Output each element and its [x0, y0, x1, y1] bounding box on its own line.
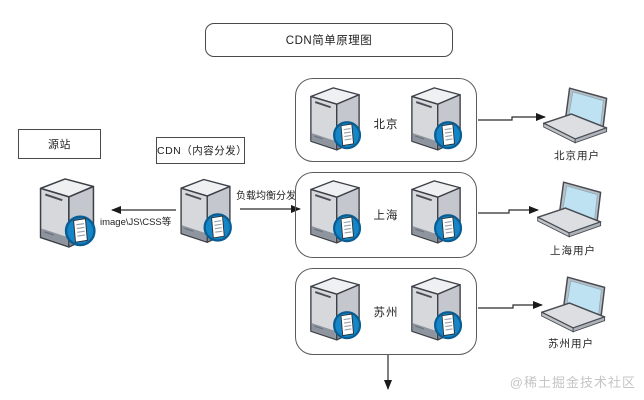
cluster-beijing [295, 78, 477, 162]
edge-label-load-balance: 负载均衡分发 [236, 191, 296, 202]
cluster-label-suzhou: 苏州 [373, 307, 399, 319]
diagram-title-box: CDN简单原理图 [205, 23, 453, 57]
cdn-box: CDN（内容分发） [156, 137, 248, 164]
origin-label: 源站 [48, 139, 71, 151]
user-label-suzhou: 苏州用户 [548, 338, 594, 350]
user-label-beijing: 北京用户 [554, 150, 600, 162]
cluster-shanghai [295, 172, 477, 258]
cluster-suzhou [295, 268, 477, 355]
diagram-title: CDN简单原理图 [285, 35, 373, 47]
laptop-icon [534, 180, 608, 238]
laptop-icon [540, 86, 614, 144]
connector-suzhou-to-user [478, 300, 544, 310]
laptop-icon [538, 275, 612, 333]
server-icon [174, 176, 237, 244]
edge-label-assets: image\JS\CSS等 [100, 217, 172, 228]
user-label-shanghai: 上海用户 [550, 245, 596, 257]
cluster-label-beijing: 北京 [373, 119, 399, 131]
connector-beijing-to-user [478, 112, 547, 122]
watermark: @稀土掘金技术社区 [509, 375, 636, 390]
server-icon [33, 175, 101, 249]
connector-shanghai-to-user [478, 205, 540, 215]
cluster-label-shanghai: 上海 [373, 210, 399, 222]
origin-box: 源站 [18, 129, 101, 159]
cdn-label: CDN（内容分发） [157, 145, 248, 157]
